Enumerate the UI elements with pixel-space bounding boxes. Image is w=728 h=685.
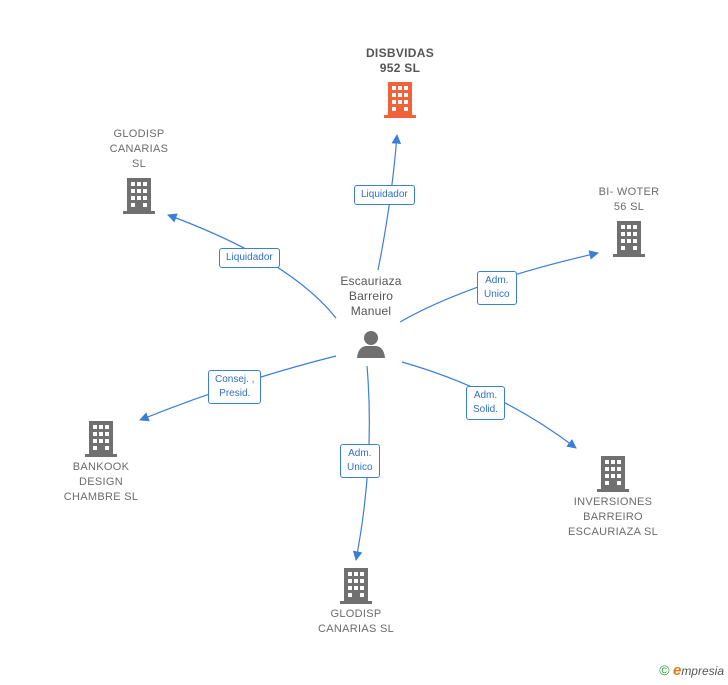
copyright-icon: ©: [659, 662, 670, 678]
person-icon: [357, 331, 385, 358]
company-name: BI- WOTER 56 SL: [598, 186, 660, 213]
relation-label-glodisp2: Adm. Unico: [340, 444, 380, 478]
company-node-biwoter[interactable]: BI- WOTER 56 SL: [579, 185, 679, 257]
building-icon: [85, 421, 117, 457]
company-node-disbvidas[interactable]: DISBVIDAS 952 SL: [350, 46, 450, 118]
footer-brand: © empresia: [659, 662, 724, 679]
relation-label-bankook: Consej. , Presid.: [208, 370, 262, 404]
relation-label-biwoter: Adm. Unico: [477, 271, 517, 305]
company-node-glodisp2[interactable]: GLODISP CANARIAS SL: [306, 568, 406, 637]
company-node-inversiones[interactable]: INVERSIONES BARREIRO ESCAURIAZA SL: [553, 456, 673, 540]
person-node[interactable]: Escauriaza Barreiro Manuel: [321, 274, 421, 359]
building-icon: [340, 568, 372, 604]
company-name: INVERSIONES BARREIRO ESCAURIAZA SL: [567, 496, 659, 538]
company-node-glodisp1[interactable]: GLODISP CANARIAS SL: [89, 127, 189, 214]
company-name: BANKOOK DESIGN CHAMBRE SL: [63, 461, 139, 503]
company-name: GLODISP CANARIAS SL: [109, 128, 169, 170]
company-name: DISBVIDAS 952 SL: [365, 46, 435, 75]
brand-logo: empresia: [672, 662, 724, 679]
company-name: GLODISP CANARIAS SL: [317, 608, 395, 635]
relation-label-disbvidas: Liquidador: [354, 185, 415, 205]
building-icon: [384, 82, 416, 118]
building-icon: [613, 221, 645, 257]
building-icon: [123, 178, 155, 214]
relation-label-inversiones: Adm. Solid.: [466, 386, 506, 420]
relation-label-glodisp1: Liquidador: [219, 248, 280, 268]
person-name: Escauriaza Barreiro Manuel: [340, 274, 402, 318]
company-node-bankook[interactable]: BANKOOK DESIGN CHAMBRE SL: [51, 421, 151, 505]
building-icon: [597, 456, 629, 492]
